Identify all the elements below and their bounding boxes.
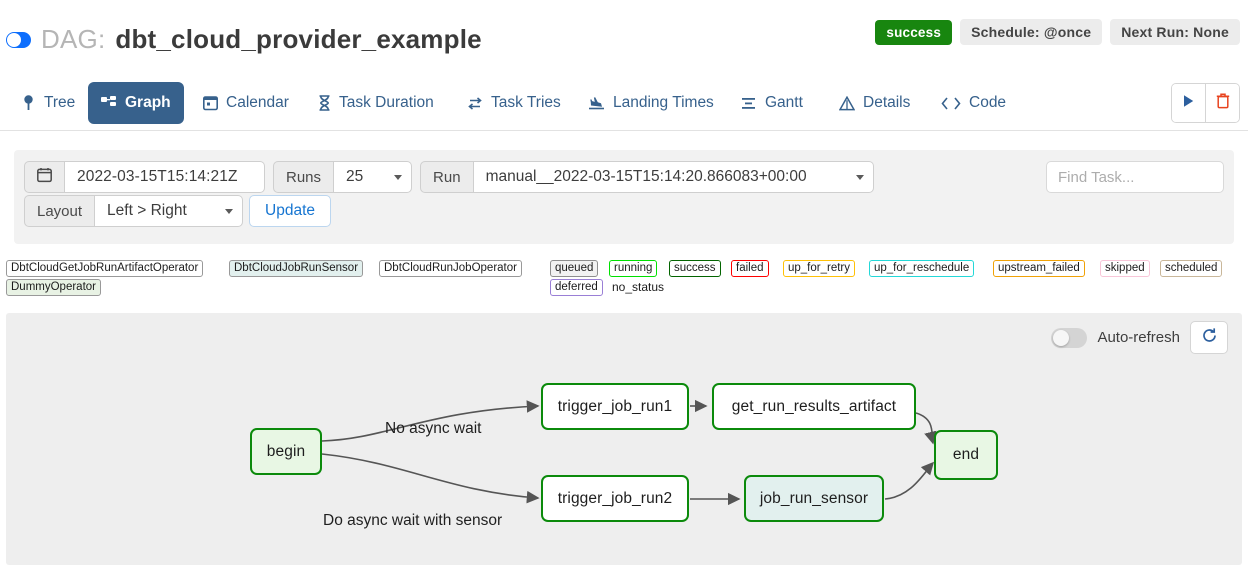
retry-icon: [468, 96, 483, 111]
code-brackets-icon: [941, 96, 961, 110]
graph-edge-label-do-async-wait-sensor: Do async wait with sensor: [323, 512, 503, 529]
search-input[interactable]: Find Task...: [1046, 161, 1224, 193]
tab-tree[interactable]: Tree: [8, 82, 88, 124]
schedule-badge[interactable]: Schedule: @once: [960, 19, 1103, 45]
layout-label: Layout: [24, 195, 96, 227]
legend-state-success[interactable]: success: [669, 260, 721, 277]
gantt-icon: [741, 96, 757, 110]
runs-select-value: 25: [346, 168, 364, 185]
tab-gantt[interactable]: Gantt: [728, 82, 816, 124]
tab-label: Landing Times: [613, 94, 714, 111]
trash-icon: [1216, 92, 1230, 114]
legend-state-up-for-reschedule[interactable]: up_for_reschedule: [869, 260, 975, 277]
tab-landing-times[interactable]: Landing Times: [575, 82, 727, 124]
refresh-button[interactable]: [1190, 321, 1228, 354]
base-date-input[interactable]: 2022-03-15T15:14:21Z: [65, 161, 265, 193]
tab-details[interactable]: Details: [826, 82, 923, 124]
warning-triangle-icon: [839, 95, 855, 111]
delete-dag-button[interactable]: [1205, 84, 1239, 122]
legend-state-up-for-retry[interactable]: up_for_retry: [783, 260, 856, 277]
run-select-value: manual__2022-03-15T15:14:20.866083+00:00: [485, 168, 807, 185]
landing-plane-icon: [588, 96, 605, 111]
graph-edge-label-no-async-wait: No async wait: [385, 420, 482, 437]
filter-row-secondary: Layout Left > Right Update: [24, 195, 332, 227]
tab-task-duration[interactable]: Task Duration: [305, 82, 447, 124]
graph-edges: [321, 399, 937, 506]
legend-state-failed[interactable]: failed: [731, 260, 769, 277]
legend-state-running[interactable]: running: [609, 260, 658, 277]
legend-state-queued[interactable]: queued: [550, 260, 599, 277]
tab-calendar[interactable]: Calendar: [190, 82, 302, 124]
next-run-badge: Next Run: None: [1110, 19, 1240, 45]
graph-node-trigger-job-run2[interactable]: trigger_job_run2: [541, 475, 689, 522]
run-label: Run: [420, 161, 474, 193]
tab-task-tries[interactable]: Task Tries: [455, 82, 574, 124]
dag-name: dbt_cloud_provider_example: [115, 24, 482, 54]
tab-label: Calendar: [226, 94, 289, 111]
graph-controls: Auto-refresh: [1051, 321, 1228, 354]
legend-operator-chip[interactable]: DbtCloudGetJobRunArtifactOperator: [6, 260, 204, 277]
tab-label: Graph: [125, 94, 171, 111]
chevron-down-icon: [855, 174, 864, 180]
dag-pause-toggle[interactable]: [6, 31, 31, 48]
run-select[interactable]: manual__2022-03-15T15:14:20.866083+00:00: [473, 161, 874, 193]
legend-operator-chip[interactable]: DummyOperator: [6, 279, 101, 296]
page-header: DAG: dbt_cloud_provider_example success …: [0, 0, 1248, 72]
graph-node-get-run-results-artifact[interactable]: get_run_results_artifact: [712, 383, 916, 430]
graph-node-job-run-sensor[interactable]: job_run_sensor: [744, 475, 884, 522]
legend-operator-chip[interactable]: DbtCloudRunJobOperator: [379, 260, 522, 277]
legend-state-no-status: no_status: [612, 280, 665, 294]
tab-graph[interactable]: Graph: [88, 82, 184, 124]
tab-label: Task Tries: [491, 94, 561, 111]
runs-select[interactable]: 25: [334, 161, 413, 193]
dag-label: DAG:: [41, 24, 106, 54]
view-tabs: Tree Graph Calendar Task Duration Task T…: [0, 82, 1248, 131]
tree-icon: [21, 95, 36, 111]
status-badge: success: [875, 19, 953, 45]
legend-operator-chip[interactable]: DbtCloudJobRunSensor: [229, 260, 364, 277]
auto-refresh-label: Auto-refresh: [1097, 329, 1180, 346]
tab-label: Gantt: [765, 94, 803, 111]
legend-state-scheduled[interactable]: scheduled: [1160, 260, 1223, 277]
header-badges: success Schedule: @once Next Run: None: [875, 19, 1240, 45]
page-title: DAG: dbt_cloud_provider_example: [6, 24, 482, 55]
filter-row-primary: 2022-03-15T15:14:21Z Runs 25 Run manual_…: [24, 161, 874, 193]
tab-label: Details: [863, 94, 911, 111]
graph-node-end[interactable]: end: [934, 430, 998, 480]
tab-code[interactable]: Code: [928, 82, 1019, 124]
chevron-down-icon: [225, 208, 234, 214]
graph-node-trigger-job-run1[interactable]: trigger_job_run1: [541, 383, 689, 430]
play-icon: [1182, 94, 1195, 113]
dag-action-buttons: [1171, 83, 1240, 123]
trigger-dag-button[interactable]: [1172, 84, 1205, 122]
legend-state-upstream-failed[interactable]: upstream_failed: [993, 260, 1085, 277]
legend-state-skipped[interactable]: skipped: [1100, 260, 1150, 277]
calendar-picker-button[interactable]: [24, 161, 65, 193]
tab-label: Tree: [44, 94, 76, 111]
update-button[interactable]: Update: [249, 195, 332, 227]
legend: DbtCloudGetJobRunArtifactOperator DbtClo…: [0, 258, 1248, 304]
tab-label: Task Duration: [339, 94, 434, 111]
tabs-divider: [0, 130, 1248, 131]
graph-icon: [101, 95, 117, 111]
tab-label: Code: [969, 94, 1007, 111]
runs-label: Runs: [273, 161, 335, 193]
chevron-down-icon: [394, 174, 403, 180]
refresh-icon: [1201, 327, 1218, 349]
graph-node-begin[interactable]: begin: [250, 428, 322, 475]
layout-select-value: Left > Right: [107, 202, 187, 219]
layout-select[interactable]: Left > Right: [95, 195, 244, 227]
legend-state-deferred[interactable]: deferred: [550, 279, 603, 296]
calendar-icon: [203, 95, 218, 111]
graph-canvas[interactable]: Auto-refresh begin trigger_job_run1 get_…: [6, 313, 1242, 565]
auto-refresh-toggle[interactable]: [1051, 327, 1088, 348]
filter-toolbar: 2022-03-15T15:14:21Z Runs 25 Run manual_…: [14, 150, 1234, 244]
hourglass-icon: [318, 95, 331, 111]
calendar-icon: [37, 167, 52, 187]
